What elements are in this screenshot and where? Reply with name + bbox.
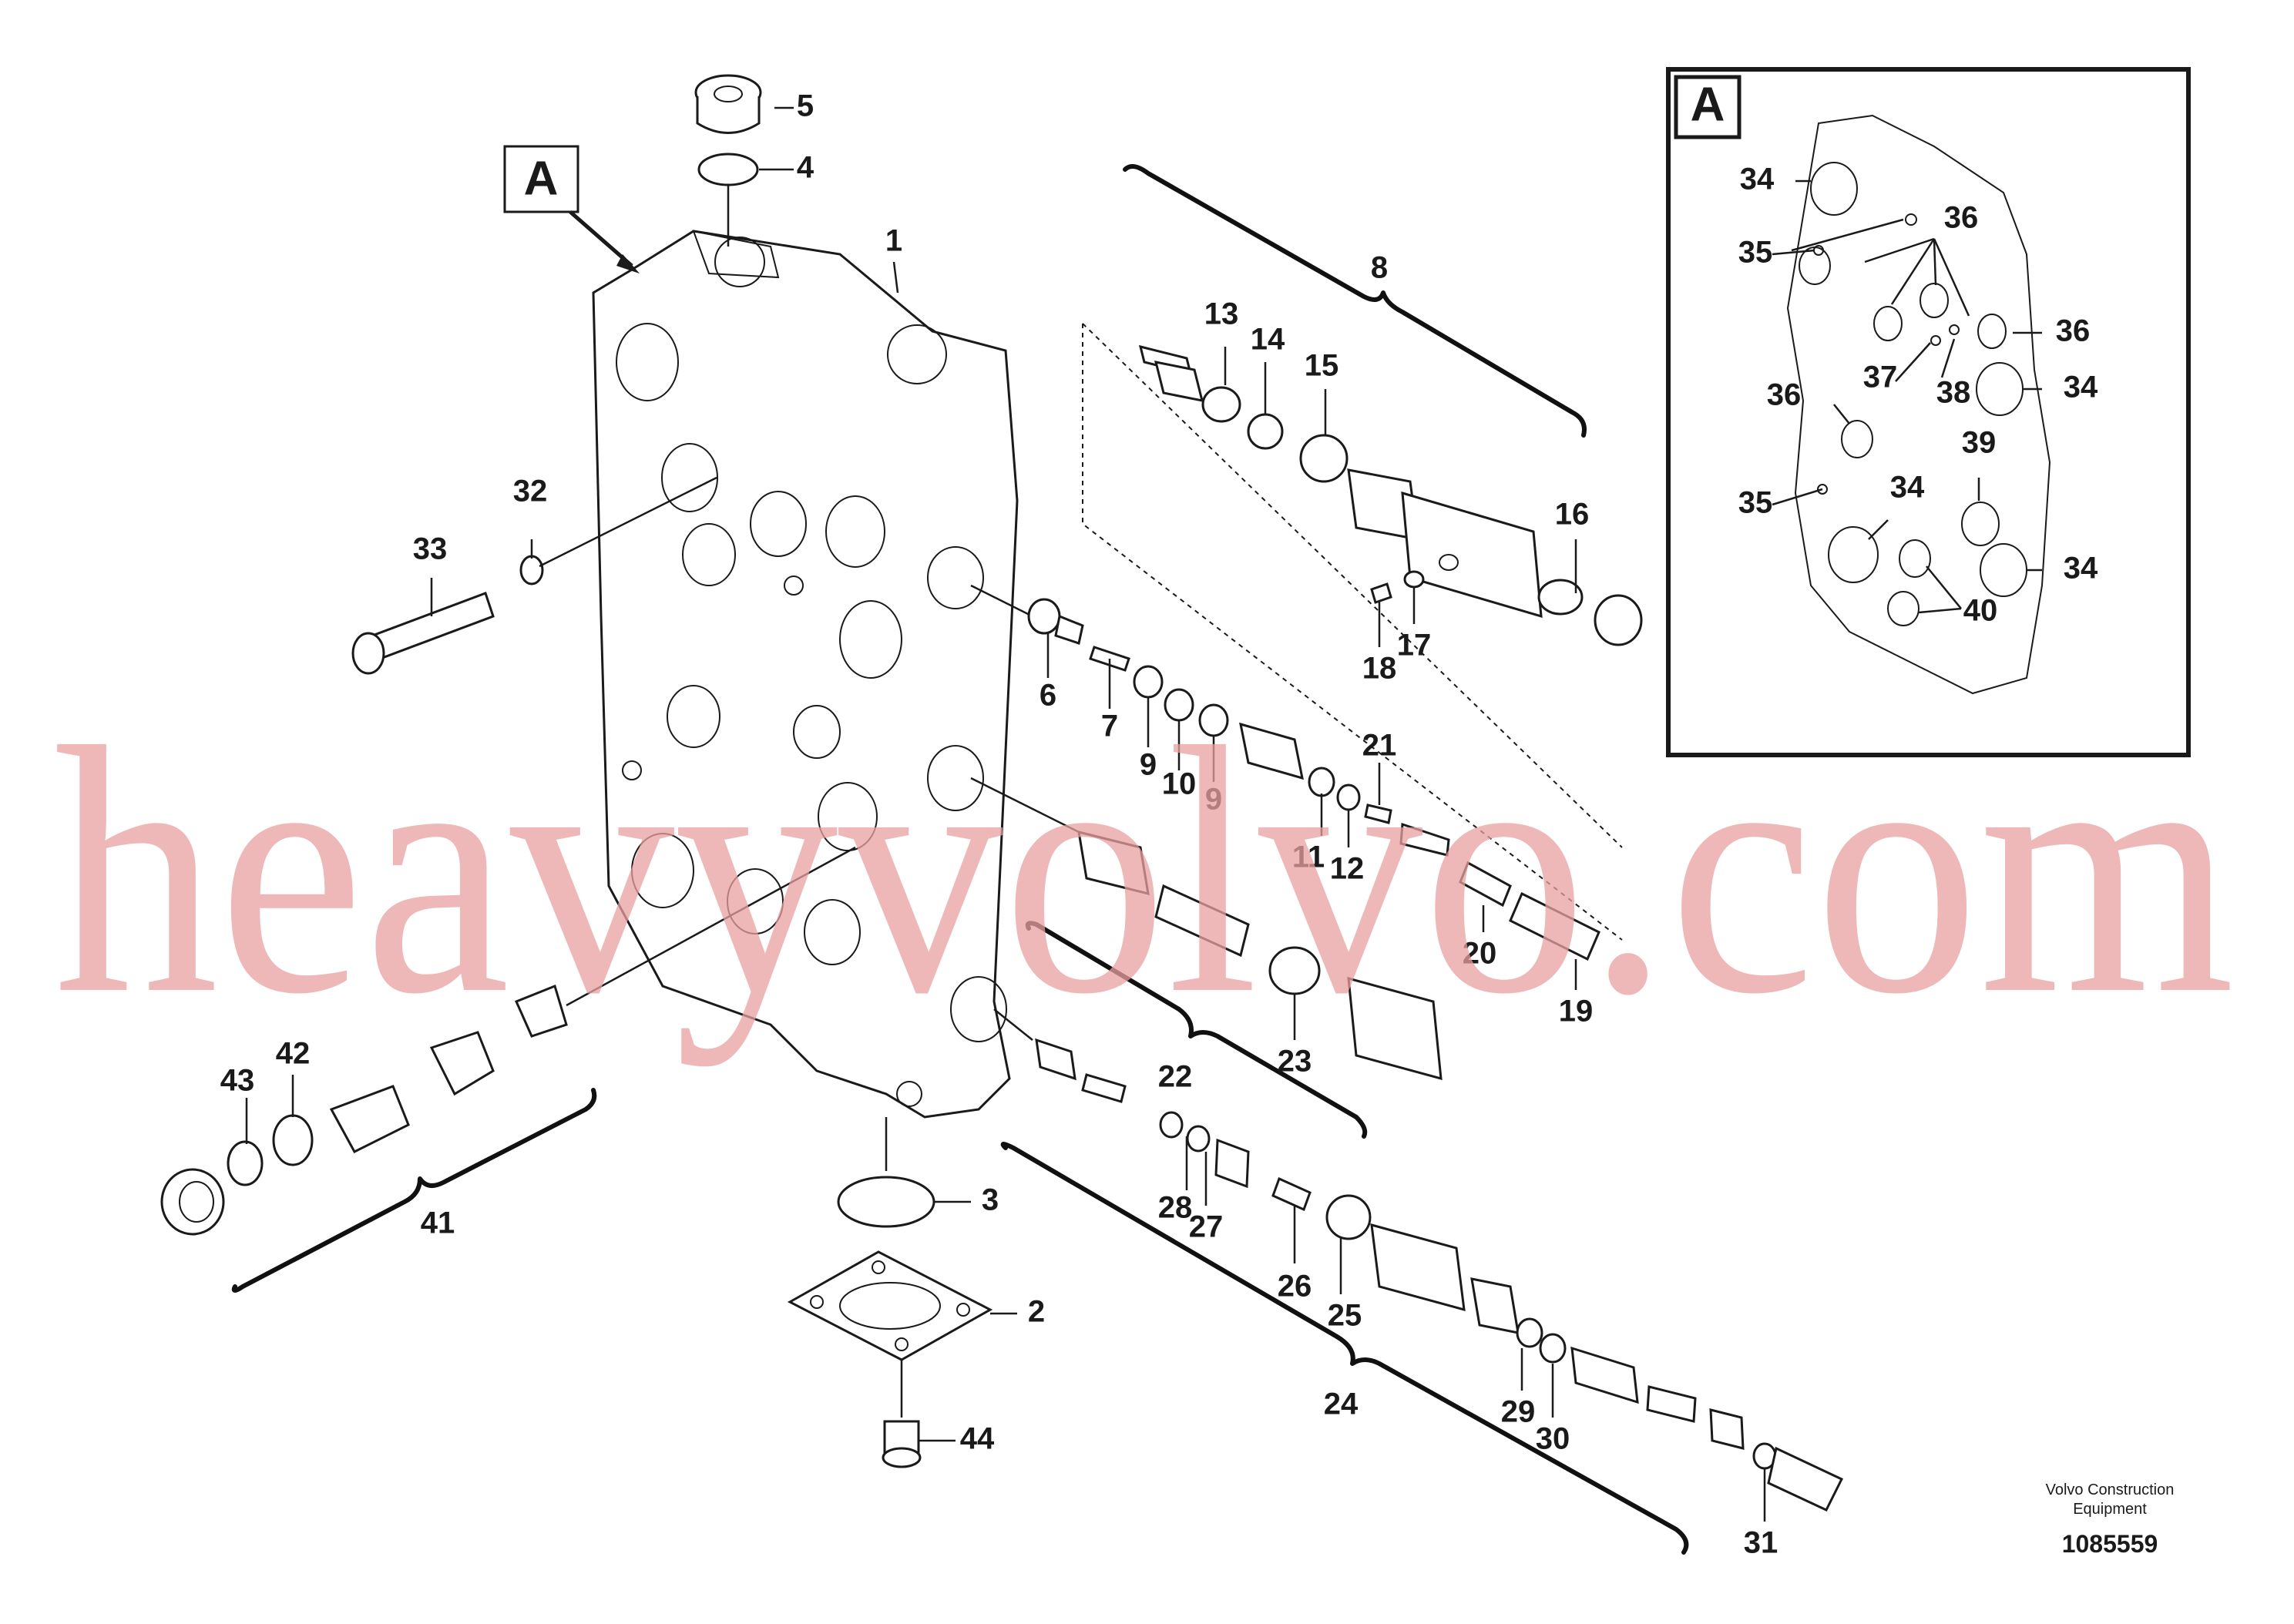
- credit-line-2: Equipment: [2073, 1501, 2147, 1518]
- label-part-43: 43: [220, 1064, 255, 1098]
- label-part-9a: 9: [1140, 748, 1157, 782]
- spool-22: [970, 777, 1443, 1081]
- label-part-34a: 34: [1740, 163, 1775, 196]
- screw-18: [1370, 582, 1392, 604]
- label-part-5: 5: [797, 89, 814, 123]
- label-part-34d: 34: [2064, 552, 2098, 586]
- cartridge-41: [160, 846, 856, 1236]
- label-part-11: 11: [1292, 841, 1325, 874]
- brace-22: [1025, 921, 1368, 1139]
- label-part-14: 14: [1251, 323, 1285, 357]
- leader-lines: [245, 106, 1766, 1522]
- o-ring-25: [1325, 1194, 1372, 1240]
- watermark: heavyvolvo.com: [54, 674, 2235, 1068]
- label-part-8: 8: [1371, 251, 1388, 285]
- label-part-20: 20: [1463, 937, 1497, 971]
- label-part-36c: 36: [1767, 378, 1802, 412]
- label-part-42: 42: [276, 1037, 311, 1071]
- label-part-38: 38: [1936, 376, 1971, 410]
- o-ring-15: [1299, 434, 1349, 483]
- spring-19: [1509, 891, 1600, 961]
- label-part-17: 17: [1397, 629, 1432, 663]
- o-ring-43: [227, 1140, 264, 1186]
- label-part-9b: 9: [1205, 783, 1222, 817]
- o-ring-3: [837, 1176, 935, 1228]
- detail-marker-a-label: A: [1691, 78, 1725, 131]
- label-part-6: 6: [1040, 679, 1056, 713]
- label-part-34c: 34: [1890, 471, 1925, 505]
- cap-screw-33: [351, 592, 495, 675]
- spool-row-lower: [993, 1008, 1844, 1512]
- o-ring-4: [697, 153, 759, 186]
- label-part-23: 23: [1278, 1045, 1312, 1079]
- view-marker-a-label: A: [524, 152, 559, 205]
- label-part-35b: 35: [1738, 486, 1773, 520]
- label-part-7: 7: [1101, 710, 1118, 743]
- label-part-44: 44: [960, 1422, 995, 1456]
- label-part-29: 29: [1501, 1395, 1536, 1429]
- view-marker-a: A: [503, 145, 640, 273]
- label-part-12: 12: [1330, 852, 1365, 886]
- label-part-21: 21: [1362, 729, 1397, 763]
- label-part-33: 33: [413, 532, 448, 566]
- brace-41: [231, 1088, 597, 1293]
- label-part-15: 15: [1305, 349, 1339, 383]
- label-part-30: 30: [1536, 1422, 1570, 1456]
- o-ring-42: [272, 1114, 314, 1166]
- label-part-4: 4: [797, 151, 814, 185]
- label-part-26: 26: [1278, 1270, 1312, 1304]
- spool-row-middle: [970, 584, 1600, 961]
- label-part-40: 40: [1963, 594, 1998, 628]
- o-ring-13: [1201, 386, 1241, 423]
- valve-body: [592, 230, 1019, 1119]
- spring-26: [1271, 1176, 1312, 1212]
- label-part-3: 3: [982, 1183, 999, 1217]
- o-ring-28: [1159, 1111, 1184, 1139]
- brace-24: [1000, 1142, 1689, 1555]
- label-part-36a: 36: [1944, 201, 1979, 235]
- group-braces: [231, 164, 1689, 1555]
- label-part-25: 25: [1328, 1299, 1362, 1333]
- label-part-19: 19: [1559, 995, 1594, 1028]
- label-part-27: 27: [1189, 1210, 1224, 1244]
- spring-20: [1459, 861, 1512, 908]
- label-part-34b: 34: [2064, 371, 2098, 404]
- document-number: 1085559: [2062, 1530, 2158, 1558]
- label-part-28: 28: [1158, 1191, 1193, 1225]
- o-ring-30: [1539, 1333, 1567, 1364]
- o-ring-16: [1537, 579, 1584, 616]
- brace-8: [1123, 164, 1587, 438]
- washer-17: [1403, 570, 1425, 589]
- plug-5: [694, 74, 762, 134]
- label-part-1: 1: [885, 224, 902, 258]
- screw-44: [882, 1420, 922, 1468]
- label-part-37: 37: [1863, 361, 1898, 394]
- o-ring-29: [1516, 1317, 1543, 1348]
- washer-32: [519, 555, 544, 586]
- pin-21: [1364, 804, 1392, 824]
- detail-inset-a: A: [1666, 67, 2191, 757]
- label-part-16: 16: [1555, 498, 1590, 532]
- o-ring-27: [1186, 1125, 1211, 1153]
- label-part-32: 32: [513, 475, 548, 508]
- label-part-24: 24: [1324, 1387, 1359, 1421]
- label-part-22: 22: [1158, 1060, 1193, 1094]
- label-part-35a: 35: [1738, 236, 1773, 270]
- o-ring-14: [1247, 413, 1284, 450]
- credit-line-1: Volvo Construction: [2046, 1481, 2175, 1498]
- label-part-13: 13: [1204, 297, 1239, 331]
- label-part-10: 10: [1162, 767, 1197, 801]
- label-part-2: 2: [1028, 1295, 1045, 1329]
- spool-assembly-8: [1082, 323, 1643, 941]
- label-part-41: 41: [421, 1206, 455, 1240]
- plug-6: [1027, 598, 1061, 635]
- part-number-labels: 1 2 3 4 5 6 7 8 9 10 9 11 12 13 14 15 16…: [220, 89, 2098, 1560]
- label-part-36b: 36: [2056, 314, 2091, 348]
- flange-2: [787, 1250, 993, 1361]
- label-part-31: 31: [1744, 1526, 1778, 1560]
- label-part-18: 18: [1362, 652, 1397, 686]
- label-part-39: 39: [1962, 426, 1997, 460]
